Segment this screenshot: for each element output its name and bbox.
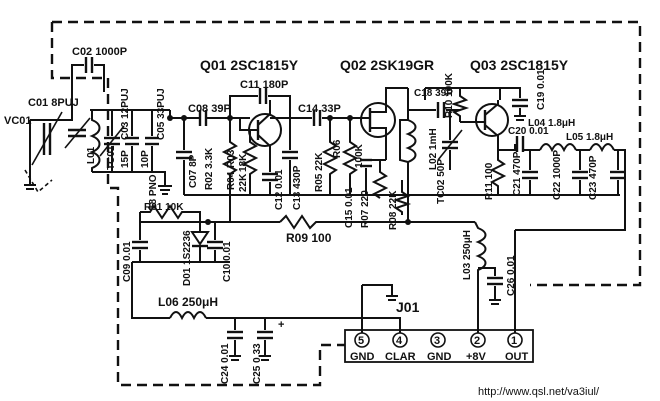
c07-label: C07 8P	[188, 154, 199, 188]
tc02-label: TC02 50P	[436, 159, 447, 204]
c14-label: C14 33P	[298, 103, 341, 115]
c19-label: C19 0.01	[536, 69, 547, 110]
pin-4-num: 4	[396, 335, 403, 347]
c11	[229, 88, 291, 118]
l04-label: L04 1.8μH	[528, 118, 575, 129]
c04-label: 15P	[120, 150, 131, 168]
pin-1-num: 1	[511, 335, 517, 347]
pin-2-num: 2	[474, 335, 480, 347]
r06-value: 100K	[354, 143, 365, 168]
c12-label: C12 0.01	[274, 169, 285, 210]
c20-label: C20 0.01	[508, 126, 549, 137]
c26-label: C26 0.01	[506, 255, 517, 296]
pin-1-label: OUT	[505, 351, 529, 363]
c21-label: C21 470P	[512, 151, 523, 196]
r09-label: R09 100	[286, 231, 332, 245]
j01-label: J01	[396, 299, 420, 315]
r02-label: R02 3.3K	[204, 147, 215, 190]
pin-4	[392, 332, 408, 348]
c19	[500, 87, 528, 121]
shield-outline	[50, 20, 642, 387]
output-filter	[498, 136, 626, 336]
q01-transistor	[239, 100, 282, 165]
c11-label: C11 180P	[240, 79, 288, 91]
pin-2	[470, 332, 486, 348]
q03-transistor	[450, 87, 509, 195]
r03-value: 18K	[238, 153, 249, 172]
c18-label: C18 39P	[414, 88, 453, 99]
q02-label: Q02 2SK19GR	[340, 57, 434, 73]
l05-label: L05 1.8μH	[566, 132, 613, 143]
connector-j01	[344, 329, 534, 363]
watermark-url: http://www.qsl.net/va3iul/	[478, 386, 600, 398]
pin-2-label: +8V	[466, 351, 487, 363]
q01-label: Q01 2SC1815Y	[200, 57, 299, 73]
c25-label: C25 0.33	[252, 343, 263, 384]
q02-drain	[392, 87, 460, 215]
c02-label: C02 1000P	[72, 46, 127, 58]
c05-label: C05 33PUJ	[156, 88, 167, 140]
j01-ground	[361, 284, 398, 336]
c15-label: C15 0.01	[344, 187, 355, 228]
r03-label: R03	[226, 149, 237, 168]
l01-label: L01	[86, 146, 97, 164]
l06-label: L06 250μH	[158, 295, 218, 309]
l03-label: L03 250μH	[462, 230, 473, 280]
q03-label: Q03 2SC1815Y	[470, 57, 569, 73]
l02-label: L02 1mH	[428, 128, 439, 170]
pin-5-label: GND	[350, 351, 375, 363]
tc01-label: TC01	[106, 145, 117, 170]
pin-3	[430, 332, 446, 348]
r01-label: R01 10K	[144, 202, 184, 213]
c06-label: 10P	[140, 150, 151, 168]
r11-label: R11 100	[484, 162, 495, 200]
r10-label: R10 100K	[444, 72, 455, 118]
c08-label: C08 39P	[188, 103, 231, 115]
d01-label: D01 1S2236	[182, 230, 193, 286]
r07-label: R07 220	[360, 190, 371, 228]
q01-bias	[221, 115, 298, 195]
c23-label: C23 470P	[588, 155, 599, 200]
c14	[270, 110, 360, 195]
c02-feedback	[71, 57, 105, 112]
c01-label: C01 8PUJ	[28, 97, 79, 109]
c25-plus: +	[278, 319, 284, 331]
c03-label: C03 12PUJ	[120, 88, 131, 140]
pin-5-num: 5	[358, 335, 364, 347]
c24-label: C24 0.01	[220, 343, 231, 384]
r04-label: R04	[226, 171, 237, 190]
pin-3-num: 3	[434, 335, 440, 347]
vc01-label: VC01	[4, 115, 32, 127]
varactor-bias	[131, 204, 230, 319]
l03-c26	[474, 221, 503, 336]
c13-label: C13 430P	[292, 165, 303, 210]
q02-fet	[360, 87, 408, 199]
r06-label: R06	[332, 139, 343, 158]
pin-3-label: GND	[427, 351, 452, 363]
pin-4-label: CLAR	[385, 351, 416, 363]
pin-5	[354, 332, 370, 348]
c10-label: C10 0.01	[222, 241, 233, 282]
c09-label: C09 0.01	[122, 241, 133, 282]
tc02	[437, 110, 463, 170]
pin-1	[507, 332, 523, 348]
r04-value: 22K	[238, 173, 249, 192]
pn-label: 18 PNO	[148, 174, 159, 210]
c22-label: C22 1000P	[552, 150, 563, 200]
supply-bus	[140, 195, 475, 230]
r08-label: R08 22K	[388, 190, 399, 230]
r05-label: R05 22K	[314, 152, 325, 192]
tank-circuit	[24, 109, 200, 195]
